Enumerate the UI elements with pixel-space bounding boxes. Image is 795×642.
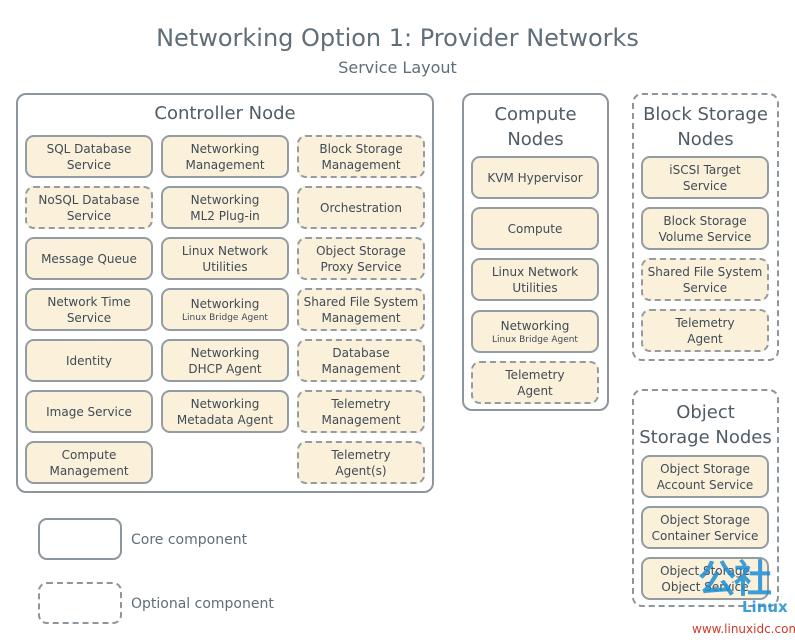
legend-optional-label: Optional component <box>131 596 274 612</box>
block-storage-nodes-group: Block Storage Nodes <box>632 93 779 361</box>
diagram-subtitle: Service Layout <box>338 58 457 77</box>
kvm-hypervisor-box: KVM Hypervisor <box>471 156 599 199</box>
compute-nodes-group: Compute Nodes <box>462 93 609 411</box>
diagram-title: Networking Option 1: Provider Networks <box>156 24 639 52</box>
watermark-brand: Linux <box>742 598 788 616</box>
legend-core-swatch <box>38 518 122 560</box>
image-service-box: Image Service <box>25 390 153 433</box>
legend-optional-swatch <box>38 582 122 624</box>
compute-nodes-title: Compute Nodes <box>494 104 577 150</box>
message-queue-box: Message Queue <box>25 237 153 280</box>
orchestration-box: Orchestration <box>297 186 425 229</box>
controller-node-title: Controller Node <box>154 103 296 124</box>
controller-node-group: Controller Node <box>16 93 434 493</box>
identity-box: Identity <box>25 339 153 382</box>
watermark-logo: 公社 <box>698 557 772 601</box>
object-storage-nodes-title: Object Storage Nodes <box>639 402 772 448</box>
legend-core-label: Core component <box>131 532 248 548</box>
watermark-url: www.linuxidc.com <box>692 622 795 636</box>
object-storage-nodes-group: Object Storage Nodes <box>632 389 779 607</box>
block-storage-nodes-title: Block Storage Nodes <box>643 104 768 150</box>
compute-service-box: Compute <box>471 207 599 250</box>
